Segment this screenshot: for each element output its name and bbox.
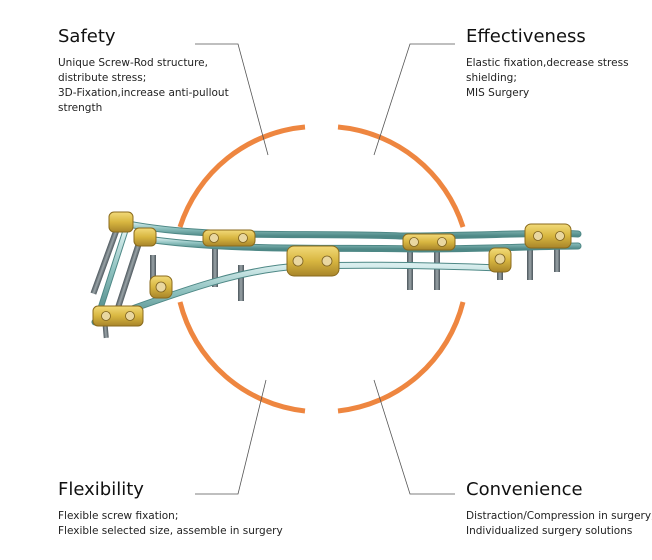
screw xyxy=(554,240,560,272)
set-screw-head xyxy=(155,281,167,293)
set-screw-head xyxy=(321,255,333,267)
screw xyxy=(90,224,121,295)
feature-line: distribute stress; xyxy=(58,72,147,84)
feature-safety: Safety Unique Screw-Rod structure, distr… xyxy=(58,27,229,116)
feature-title: Effectiveness xyxy=(466,26,586,47)
screw xyxy=(407,250,413,290)
ring-arc-top-left xyxy=(177,124,306,228)
screw xyxy=(212,245,218,287)
set-screw-heads xyxy=(101,231,565,321)
ring-arc-top-right xyxy=(337,124,466,228)
screw xyxy=(238,265,244,301)
orange-ring xyxy=(177,124,466,414)
screw xyxy=(150,255,156,283)
rod xyxy=(96,230,127,318)
clamp xyxy=(286,245,340,277)
feature-title: Flexibility xyxy=(58,479,144,500)
ring-arc-bottom-left xyxy=(177,301,306,414)
feature-flexibility: Flexibility Flexible screw fixation; Fle… xyxy=(58,480,283,539)
feature-title: Convenience xyxy=(466,479,583,500)
feature-line: Flexible screw fixation; xyxy=(58,510,179,522)
feature-line: Distraction/Compression in surgery; xyxy=(466,510,652,522)
set-screw-head xyxy=(292,255,304,267)
feature-title: Safety xyxy=(58,26,116,47)
feature-effectiveness: Effectiveness Elastic fixation,decrease … xyxy=(466,27,629,101)
leader-line-flexibility xyxy=(195,379,267,495)
leader-line-effectiveness xyxy=(373,43,455,156)
feature-line: 3D-Fixation,increase anti-pullout xyxy=(58,87,229,99)
feature-line: Flexible selected size, assemble in surg… xyxy=(58,525,283,537)
ring-arc-bottom-right xyxy=(337,301,466,414)
feature-line: Unique Screw-Rod structure, xyxy=(58,57,208,69)
leader-line-convenience xyxy=(373,379,455,495)
set-screw-head xyxy=(409,237,419,247)
clamp xyxy=(92,305,144,327)
feature-line: MIS Surgery xyxy=(466,87,530,99)
feature-line: strength xyxy=(58,102,103,114)
set-screw-head xyxy=(437,237,447,247)
screw xyxy=(527,240,533,280)
feature-description: Flexible screw fixation; Flexible select… xyxy=(58,509,283,539)
feature-line: Elastic fixation,decrease stress xyxy=(466,57,629,69)
feature-description: Unique Screw-Rod structure, distribute s… xyxy=(58,56,229,116)
feature-line: shielding; xyxy=(466,72,517,84)
screw xyxy=(434,250,440,290)
feature-description: Elastic fixation,decrease stress shieldi… xyxy=(466,56,629,101)
set-screw-head xyxy=(555,231,565,241)
set-screw-head xyxy=(533,231,543,241)
set-screw-head xyxy=(125,311,135,321)
feature-description: Distraction/Compression in surgery; Indi… xyxy=(466,509,652,539)
clamp xyxy=(108,211,134,233)
screw xyxy=(115,239,143,308)
clamp xyxy=(133,227,157,247)
leader-lines xyxy=(195,43,455,495)
set-screw-head xyxy=(238,233,248,243)
feature-line: Individualized surgery solutions xyxy=(466,525,633,537)
set-screw-head xyxy=(494,253,506,265)
set-screw-head xyxy=(209,233,219,243)
clamp xyxy=(524,223,572,249)
set-screw-head xyxy=(101,311,111,321)
feature-convenience: Convenience Distraction/Compression in s… xyxy=(466,480,652,539)
leader-line-safety xyxy=(195,43,269,156)
